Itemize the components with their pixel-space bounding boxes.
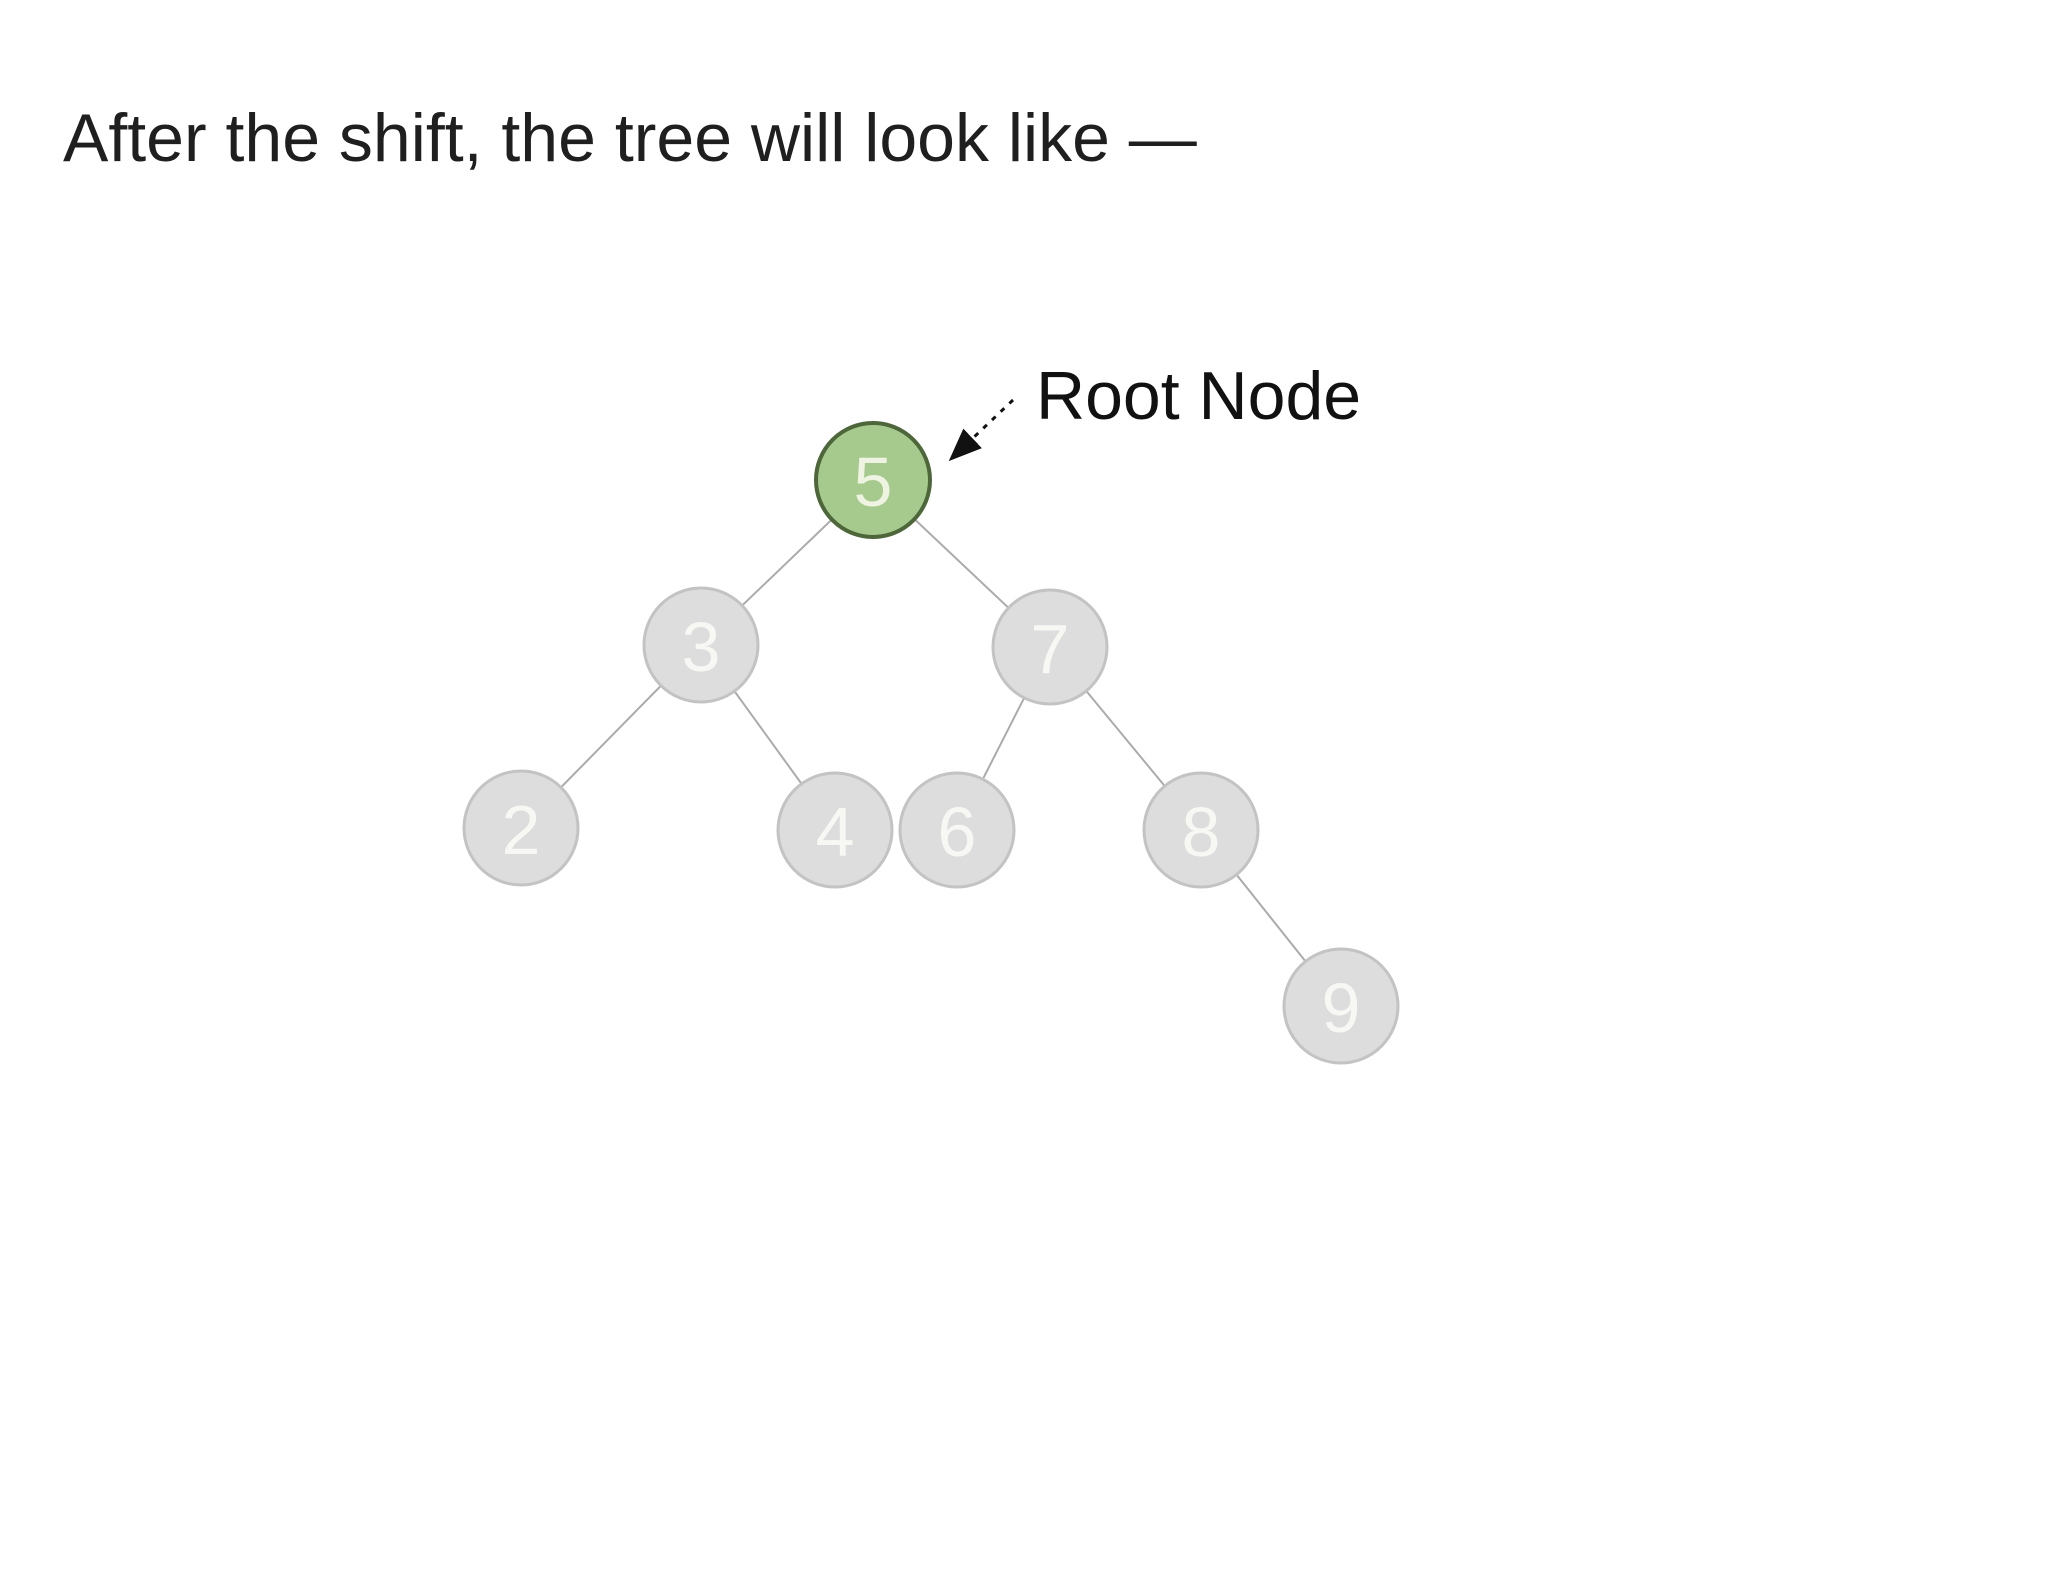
tree-edges [520, 479, 1342, 1007]
tree-nodes: 5 3 7 2 4 6 8 9 [462, 421, 1400, 1065]
annotation-arrow-line [948, 398, 1015, 462]
tree-node-2: 2 [462, 769, 580, 887]
node-circle-7 [991, 588, 1109, 706]
tree-node-value-7: 7 [1031, 610, 1070, 688]
node-circle-2 [462, 769, 580, 887]
tree-node-3: 3 [642, 586, 760, 704]
tree-node-9: 9 [1282, 947, 1400, 1065]
tree-node-value-2: 2 [502, 791, 541, 869]
node-circle-3 [642, 586, 760, 704]
tree-node-value-8: 8 [1182, 793, 1221, 871]
tree-node-value-6: 6 [938, 793, 977, 871]
page-title: After the shift, the tree will look like… [63, 100, 1197, 176]
node-circle-6 [898, 771, 1016, 889]
tree-node-value-3: 3 [682, 608, 721, 686]
tree-node-value-9: 9 [1322, 969, 1361, 1047]
node-circle-4 [776, 771, 894, 889]
tree-node-value-4: 4 [816, 793, 855, 871]
node-circle-9 [1282, 947, 1400, 1065]
root-node-annotation: Root Node [1036, 358, 1362, 434]
tree-node-7: 7 [991, 588, 1109, 706]
tree-node-8: 8 [1142, 771, 1260, 889]
tree-node-5: 5 [814, 421, 932, 539]
root-node-circle-5 [814, 421, 932, 539]
tree-node-4: 4 [776, 771, 894, 889]
node-circle-8 [1142, 771, 1260, 889]
tree-node-value-5: 5 [854, 443, 893, 521]
annotation-arrow [948, 398, 1015, 462]
tree-node-6: 6 [898, 771, 1016, 889]
